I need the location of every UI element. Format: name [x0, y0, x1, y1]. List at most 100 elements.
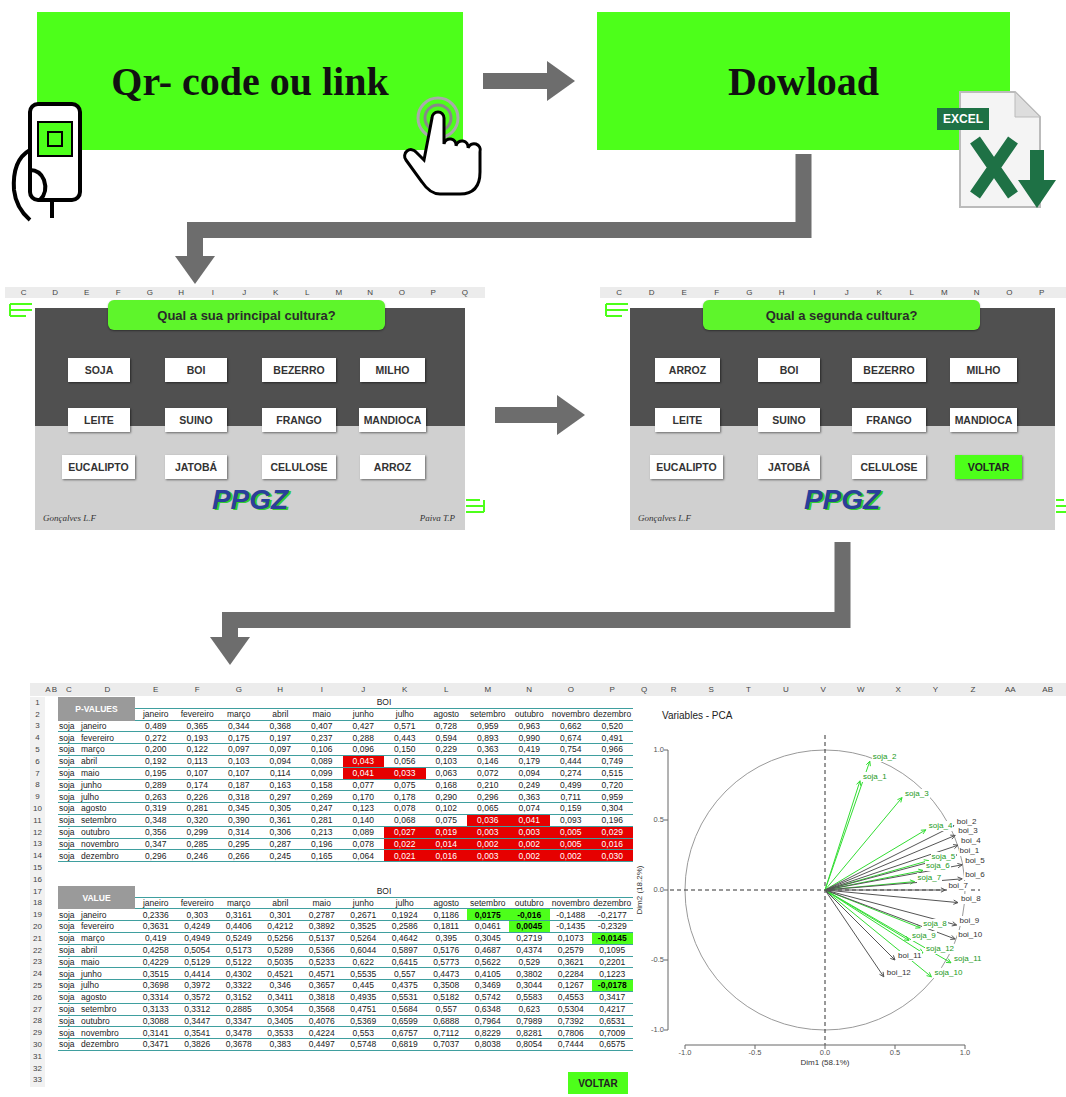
table-cell: 0,3892 — [301, 921, 343, 933]
table-cell: -0,1435 — [550, 921, 592, 933]
file-tag: EXCEL — [937, 108, 989, 130]
table-cell: 0,2336 — [135, 909, 177, 921]
column-letter: M — [928, 287, 961, 298]
table-cell: 0,0461 — [467, 921, 509, 933]
row-month: junho — [80, 968, 135, 980]
variable-label: soja_1 — [862, 772, 888, 782]
sig-text: Paiva T.P — [355, 513, 455, 527]
column-letter: S — [692, 684, 729, 696]
table-cell: 0,150 — [384, 744, 426, 756]
row-crop: soja — [58, 780, 80, 792]
table-cell: 0,041 — [343, 768, 385, 780]
table-cell: 0,5122 — [218, 957, 260, 969]
table-cell: 0,274 — [550, 768, 592, 780]
table-cell: 0,3045 — [467, 933, 509, 945]
table-cell: 0,163 — [260, 780, 302, 792]
table-cell: 0,5366 — [301, 945, 343, 957]
phead-text: VALUE — [58, 886, 135, 910]
node-label: MANDIOCA — [955, 414, 1013, 426]
row-crop: soja — [58, 744, 80, 756]
column-letter: K — [384, 684, 426, 696]
table-cell: 0,4302 — [218, 968, 260, 980]
table-cell: 0,363 — [509, 791, 551, 803]
table-cell: 0,318 — [218, 791, 260, 803]
column-letter: E — [668, 287, 701, 298]
table-cell: 0,6819 — [384, 1039, 426, 1051]
row-number: 33 — [30, 1075, 45, 1087]
node-label: MILHO — [967, 364, 1001, 376]
table-cell: 0,3314 — [135, 992, 177, 1004]
table-cell: 0,1186 — [426, 909, 468, 921]
tick-label: 1.0 — [638, 744, 664, 756]
table-cell: 0,246 — [177, 850, 219, 862]
table-cell: 0,063 — [426, 768, 468, 780]
pca-vector — [825, 835, 955, 890]
table-cell: 0,2787 — [301, 909, 343, 921]
table-cell: 0,4224 — [301, 1027, 343, 1039]
table-cell: 0,065 — [467, 803, 509, 815]
node-label: MILHO — [376, 364, 410, 376]
table-cell: 0,4212 — [260, 921, 302, 933]
table-cell: 0,990 — [509, 732, 551, 744]
table-cell: 0,019 — [426, 827, 468, 839]
table-cell: 0,571 — [384, 721, 426, 733]
row-number: 16 — [30, 874, 45, 886]
table-cell: 0,068 — [384, 815, 426, 827]
table-cell: 0,226 — [177, 791, 219, 803]
column-letter: H — [766, 287, 799, 298]
sig-text: Gonçalves L.F — [638, 513, 748, 527]
table-cell: 0,5897 — [384, 945, 426, 957]
column-letter: D — [40, 287, 72, 298]
table-cell: 0,123 — [343, 803, 385, 815]
month-header: abril — [260, 709, 302, 721]
table-cell: 0,2671 — [343, 909, 385, 921]
table-cell: 0,196 — [592, 815, 634, 827]
column-letter: J — [343, 684, 385, 696]
variable-label: soja_7 — [917, 873, 943, 883]
column-letter: P — [418, 287, 450, 298]
month-header: março — [218, 898, 260, 910]
table-cell: 0,345 — [218, 803, 260, 815]
table-cell: 0,711 — [550, 791, 592, 803]
table-cell: 0,078 — [343, 839, 385, 851]
table-cell: 0,103 — [426, 756, 468, 768]
row-number: 31 — [30, 1051, 45, 1063]
column-letter: T — [730, 684, 767, 696]
table-cell: 0,4258 — [135, 945, 177, 957]
table-cell: 0,7989 — [509, 1016, 551, 1028]
question-banner: Qual a sua principal cultura? — [108, 300, 385, 330]
choice-button: MANDIOCA — [950, 408, 1018, 432]
month-header: novembro — [550, 898, 592, 910]
column-letter: L — [896, 287, 929, 298]
month-header: outubro — [509, 709, 551, 721]
variable-label: boi_10 — [957, 930, 983, 940]
table-cell: 0,014 — [426, 839, 468, 851]
table-cell: 0,5054 — [177, 945, 219, 957]
row-month: setembro — [80, 815, 135, 827]
table-cell: 0,320 — [177, 815, 219, 827]
column-letter: G — [218, 684, 260, 696]
row-number: 12 — [30, 827, 45, 839]
month-header: novembro — [550, 709, 592, 721]
node-label: SOJA — [85, 364, 114, 376]
table-cell: 0,3678 — [218, 1039, 260, 1051]
column-letter: F — [177, 684, 219, 696]
variable-label: soja_8 — [922, 919, 948, 929]
table-cell: 0,623 — [509, 1004, 551, 1016]
node-label: BOI — [187, 364, 206, 376]
arrow-head — [557, 395, 585, 435]
row-month: janeiro — [80, 721, 135, 733]
table-cell: 0,3152 — [218, 992, 260, 1004]
row-crop: soja — [58, 945, 80, 957]
column-letter: P — [592, 684, 634, 696]
table-cell: 0,515 — [592, 768, 634, 780]
table-cell: 0,728 — [426, 721, 468, 733]
table-cell: 0,168 — [426, 780, 468, 792]
table-cell: 0,089 — [343, 827, 385, 839]
table-cell: 0,094 — [260, 756, 302, 768]
table-cell: 0,072 — [467, 768, 509, 780]
table-cell: 0,3044 — [509, 980, 551, 992]
table-cell: 0,197 — [260, 732, 302, 744]
node-label: JATOBÁ — [768, 461, 810, 473]
table-cell: 0,005 — [550, 839, 592, 851]
